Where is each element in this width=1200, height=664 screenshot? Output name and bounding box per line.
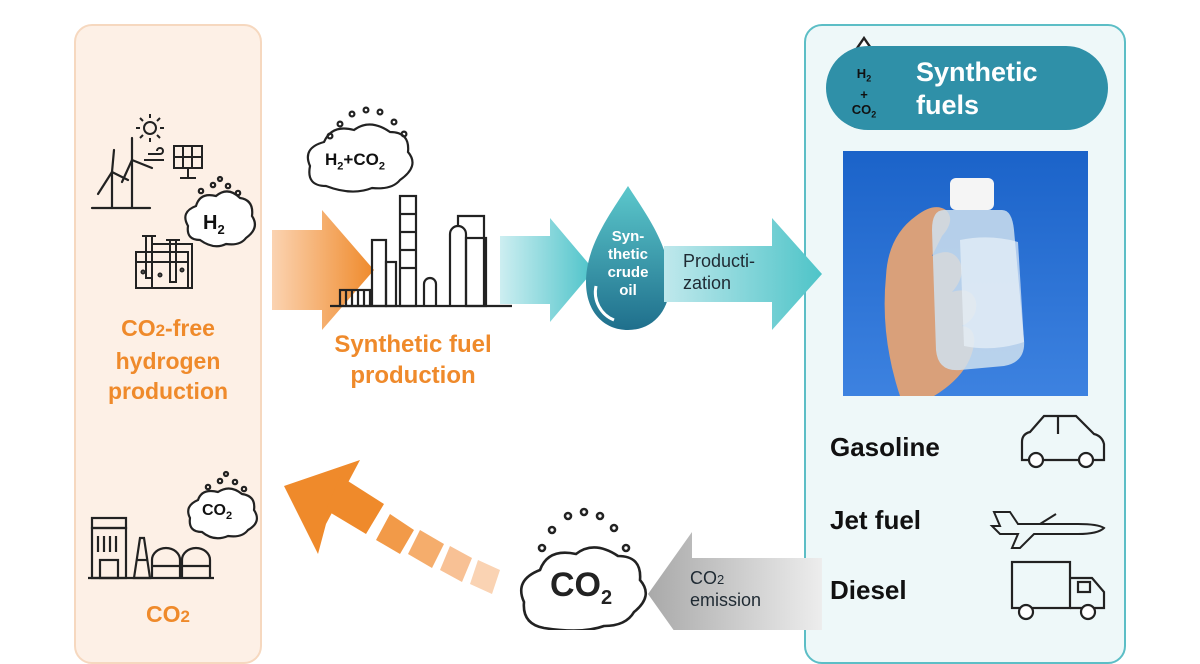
co2-emission-arrow — [648, 532, 822, 630]
synthetic-crude-oil-label: Syn- thetic crude oil — [607, 228, 649, 299]
wind-turbine-icon — [90, 136, 154, 210]
synthetic-fuels-banner — [826, 46, 1108, 130]
h2-label: H2 — [203, 212, 225, 237]
car-icon — [1020, 414, 1106, 469]
co2-large-label: CO2 — [550, 566, 613, 609]
electrolyzer-icon — [135, 235, 193, 289]
fuel-diesel-label: Diesel — [830, 575, 907, 605]
co2-source-label: CO2 — [146, 601, 190, 627]
synthetic-fuels-title: Synthetic fuels — [916, 57, 1038, 120]
airplane-icon — [989, 511, 1106, 549]
power-plant-icon — [88, 516, 214, 580]
fuel-jet-fuel-label: Jet fuel — [830, 505, 922, 535]
synthetic-fuel-production-label: Synthetic fuel production — [334, 331, 492, 389]
teal-arrow-right — [500, 218, 594, 322]
h2-co2-cloud-label: H2+CO2 — [325, 150, 385, 173]
co2-return-arrow — [284, 460, 500, 594]
fuel-gasoline-label: Gasoline — [830, 432, 940, 462]
fuel-bottle-photo — [843, 151, 1088, 396]
co2-cloud-small-icon — [187, 470, 259, 540]
truck-icon — [1010, 560, 1106, 621]
co2-small-cloud-label: CO2 — [202, 502, 233, 523]
wind-lines-icon — [144, 147, 164, 161]
h2-co2-badge-label: H2 + CO2 — [851, 66, 877, 120]
solar-panel-icon — [173, 145, 203, 179]
drop-highlight — [593, 285, 615, 322]
crude-oil-drop-icon — [586, 186, 670, 330]
sun-icon — [136, 114, 164, 142]
h2-cloud-icon — [184, 175, 257, 248]
synthesis-plant-icon — [330, 194, 512, 308]
co2-emission-label: CO2 emission — [690, 568, 762, 610]
productization-arrow — [664, 218, 822, 330]
hydrogen-production-label: CO2-free hydrogen production — [107, 315, 229, 404]
orange-arrow-right — [272, 210, 374, 330]
co2-cloud-large-icon — [519, 507, 648, 630]
h2-co2-cloud-icon — [306, 106, 414, 193]
hydrogen-panel — [74, 24, 262, 664]
productization-label: Producti- zation — [683, 251, 756, 293]
